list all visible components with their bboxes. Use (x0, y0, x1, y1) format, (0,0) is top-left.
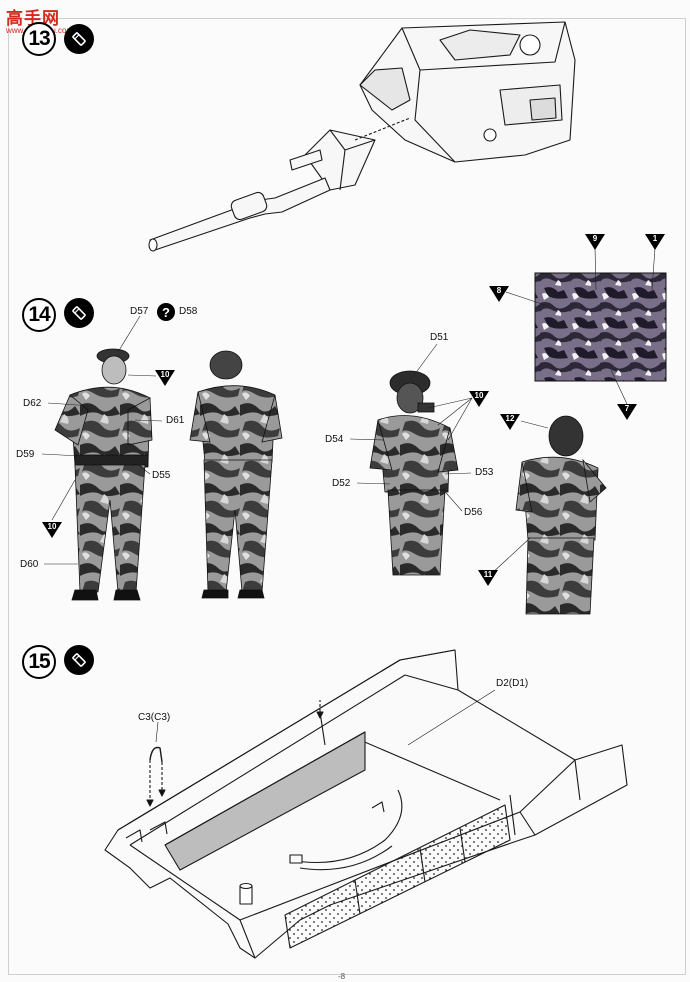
color-callout-triangle (617, 404, 637, 420)
color-callout-10: 10 (160, 370, 170, 379)
color-callout-10: 10 (474, 391, 484, 400)
part-label-d60: D60 (20, 559, 39, 570)
part-label-d52: D52 (332, 478, 351, 489)
color-callout-triangle (478, 570, 498, 586)
part-label-d53: D53 (475, 467, 494, 478)
color-callout-triangle (155, 370, 175, 386)
part-label-d58: D58 (179, 306, 198, 317)
color-callout-9: 9 (592, 234, 598, 243)
part-label-d61: D61 (166, 415, 185, 426)
color-callout-1: 1 (652, 234, 658, 243)
glue-icon (64, 24, 94, 54)
color-callout-triangle (645, 234, 665, 250)
glue-icon (64, 298, 94, 328)
part-label-d55: D55 (152, 470, 171, 481)
part-label-d62: D62 (23, 398, 42, 409)
color-callout-triangle (500, 414, 520, 430)
color-callout-triangle (585, 234, 605, 250)
part-label-d51: D51 (430, 332, 449, 343)
part-label-d2: D2(D1) (496, 678, 529, 689)
part-label-c3: C3(C3) (138, 712, 171, 723)
glue-icon (64, 645, 94, 675)
part-label-d54: D54 (325, 434, 344, 445)
color-callout-8: 8 (496, 286, 502, 295)
color-callout-triangle (469, 391, 489, 407)
step-14-number: 14 (22, 298, 56, 332)
question-icon: ? (157, 303, 175, 321)
color-callout-10: 10 (47, 522, 57, 531)
part-label-d57: D57 (130, 306, 149, 317)
color-callout-12: 12 (505, 414, 515, 423)
color-callout-triangle (489, 286, 509, 302)
step-15-number: 15 (22, 645, 56, 679)
page-number: -8 (338, 972, 346, 981)
color-callout-7: 7 (624, 404, 630, 413)
step-13-number: 13 (22, 22, 56, 56)
camouflage-swatch (534, 272, 667, 382)
part-label-d59: D59 (16, 449, 35, 460)
part-label-d56: D56 (464, 507, 483, 518)
color-callout-triangle (42, 522, 62, 538)
page-border (8, 18, 686, 975)
color-callout-11: 11 (483, 570, 493, 579)
